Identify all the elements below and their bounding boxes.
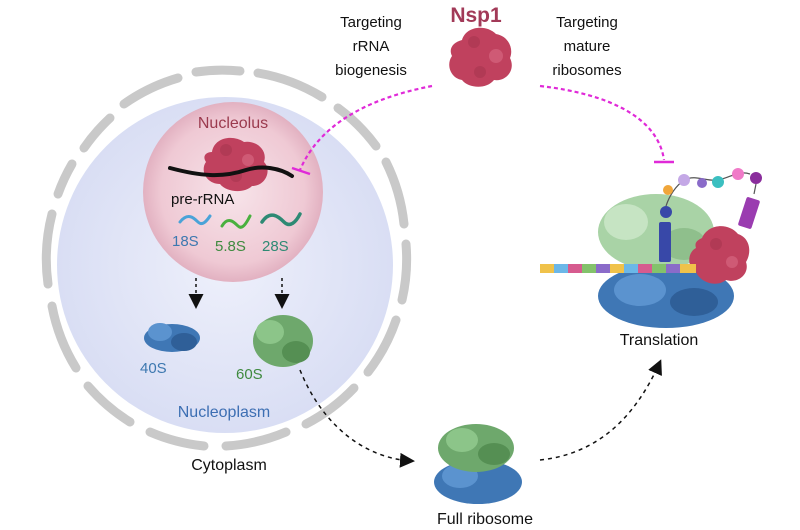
targeting-mature-line-1: Targeting [556,14,618,31]
pre-rrna-strand [168,165,294,178]
trna-bar [659,222,671,262]
rrna-18s-strand [178,214,212,226]
inhibit-line-mature-ribosomes [539,84,666,161]
targeting-rrna-line-1: Targeting [340,14,402,31]
targeting-mature-line-3: ribosomes [552,62,621,79]
nucleolus-label: Nucleolus [198,115,268,132]
nsp1-bound-ribosome [689,226,750,284]
nsp1-title: Nsp1 [450,4,502,27]
nucleoplasm-label: Nucleoplasm [178,404,270,421]
translation-label: Translation [620,332,699,349]
rrna-58s-strand [220,214,252,229]
targeting-rrna-biogenesis-label: Targeting rRNA biogenesis [335,14,407,79]
targeting-mature-ribosomes-label: Targeting mature ribosomes [552,14,621,79]
arrow-export-to-cytoplasm [299,369,415,468]
targeting-mature-line-2: mature [564,38,611,55]
inhibit-line-rrna-biogenesis [298,84,433,171]
cytoplasm-label: Cytoplasm [191,457,267,474]
targeting-rrna-line-2: rRNA [353,38,390,55]
pre-rrna-label: pre-rRNA [171,191,234,208]
full-ribosome [434,424,522,504]
ribosome-40s-subunit [144,323,200,352]
translating-ribosome [598,194,734,328]
full-ribosome-label: Full ribosome [437,511,533,528]
arrow-to-translation [539,359,662,461]
label-28s: 28S [262,238,289,255]
nsp1-protein-top [449,27,512,87]
protein-fragment [738,197,760,229]
inhibit-bar-rrna-biogenesis [291,166,311,176]
nsp1-protein-nucleolus [203,137,268,192]
rrna-28s-strand [260,212,302,227]
nascent-peptide-chain [660,168,762,229]
label-18s: 18S [172,233,199,250]
label-5-8s: 5.8S [215,238,246,255]
ribosome-60s-subunit [253,315,313,367]
nuclear-envelope [41,65,412,451]
mrna-strip [540,264,696,273]
label-60s: 60S [236,366,263,383]
targeting-rrna-line-3: biogenesis [335,62,407,79]
label-40s: 40S [140,360,167,377]
nucleolus [143,102,323,282]
